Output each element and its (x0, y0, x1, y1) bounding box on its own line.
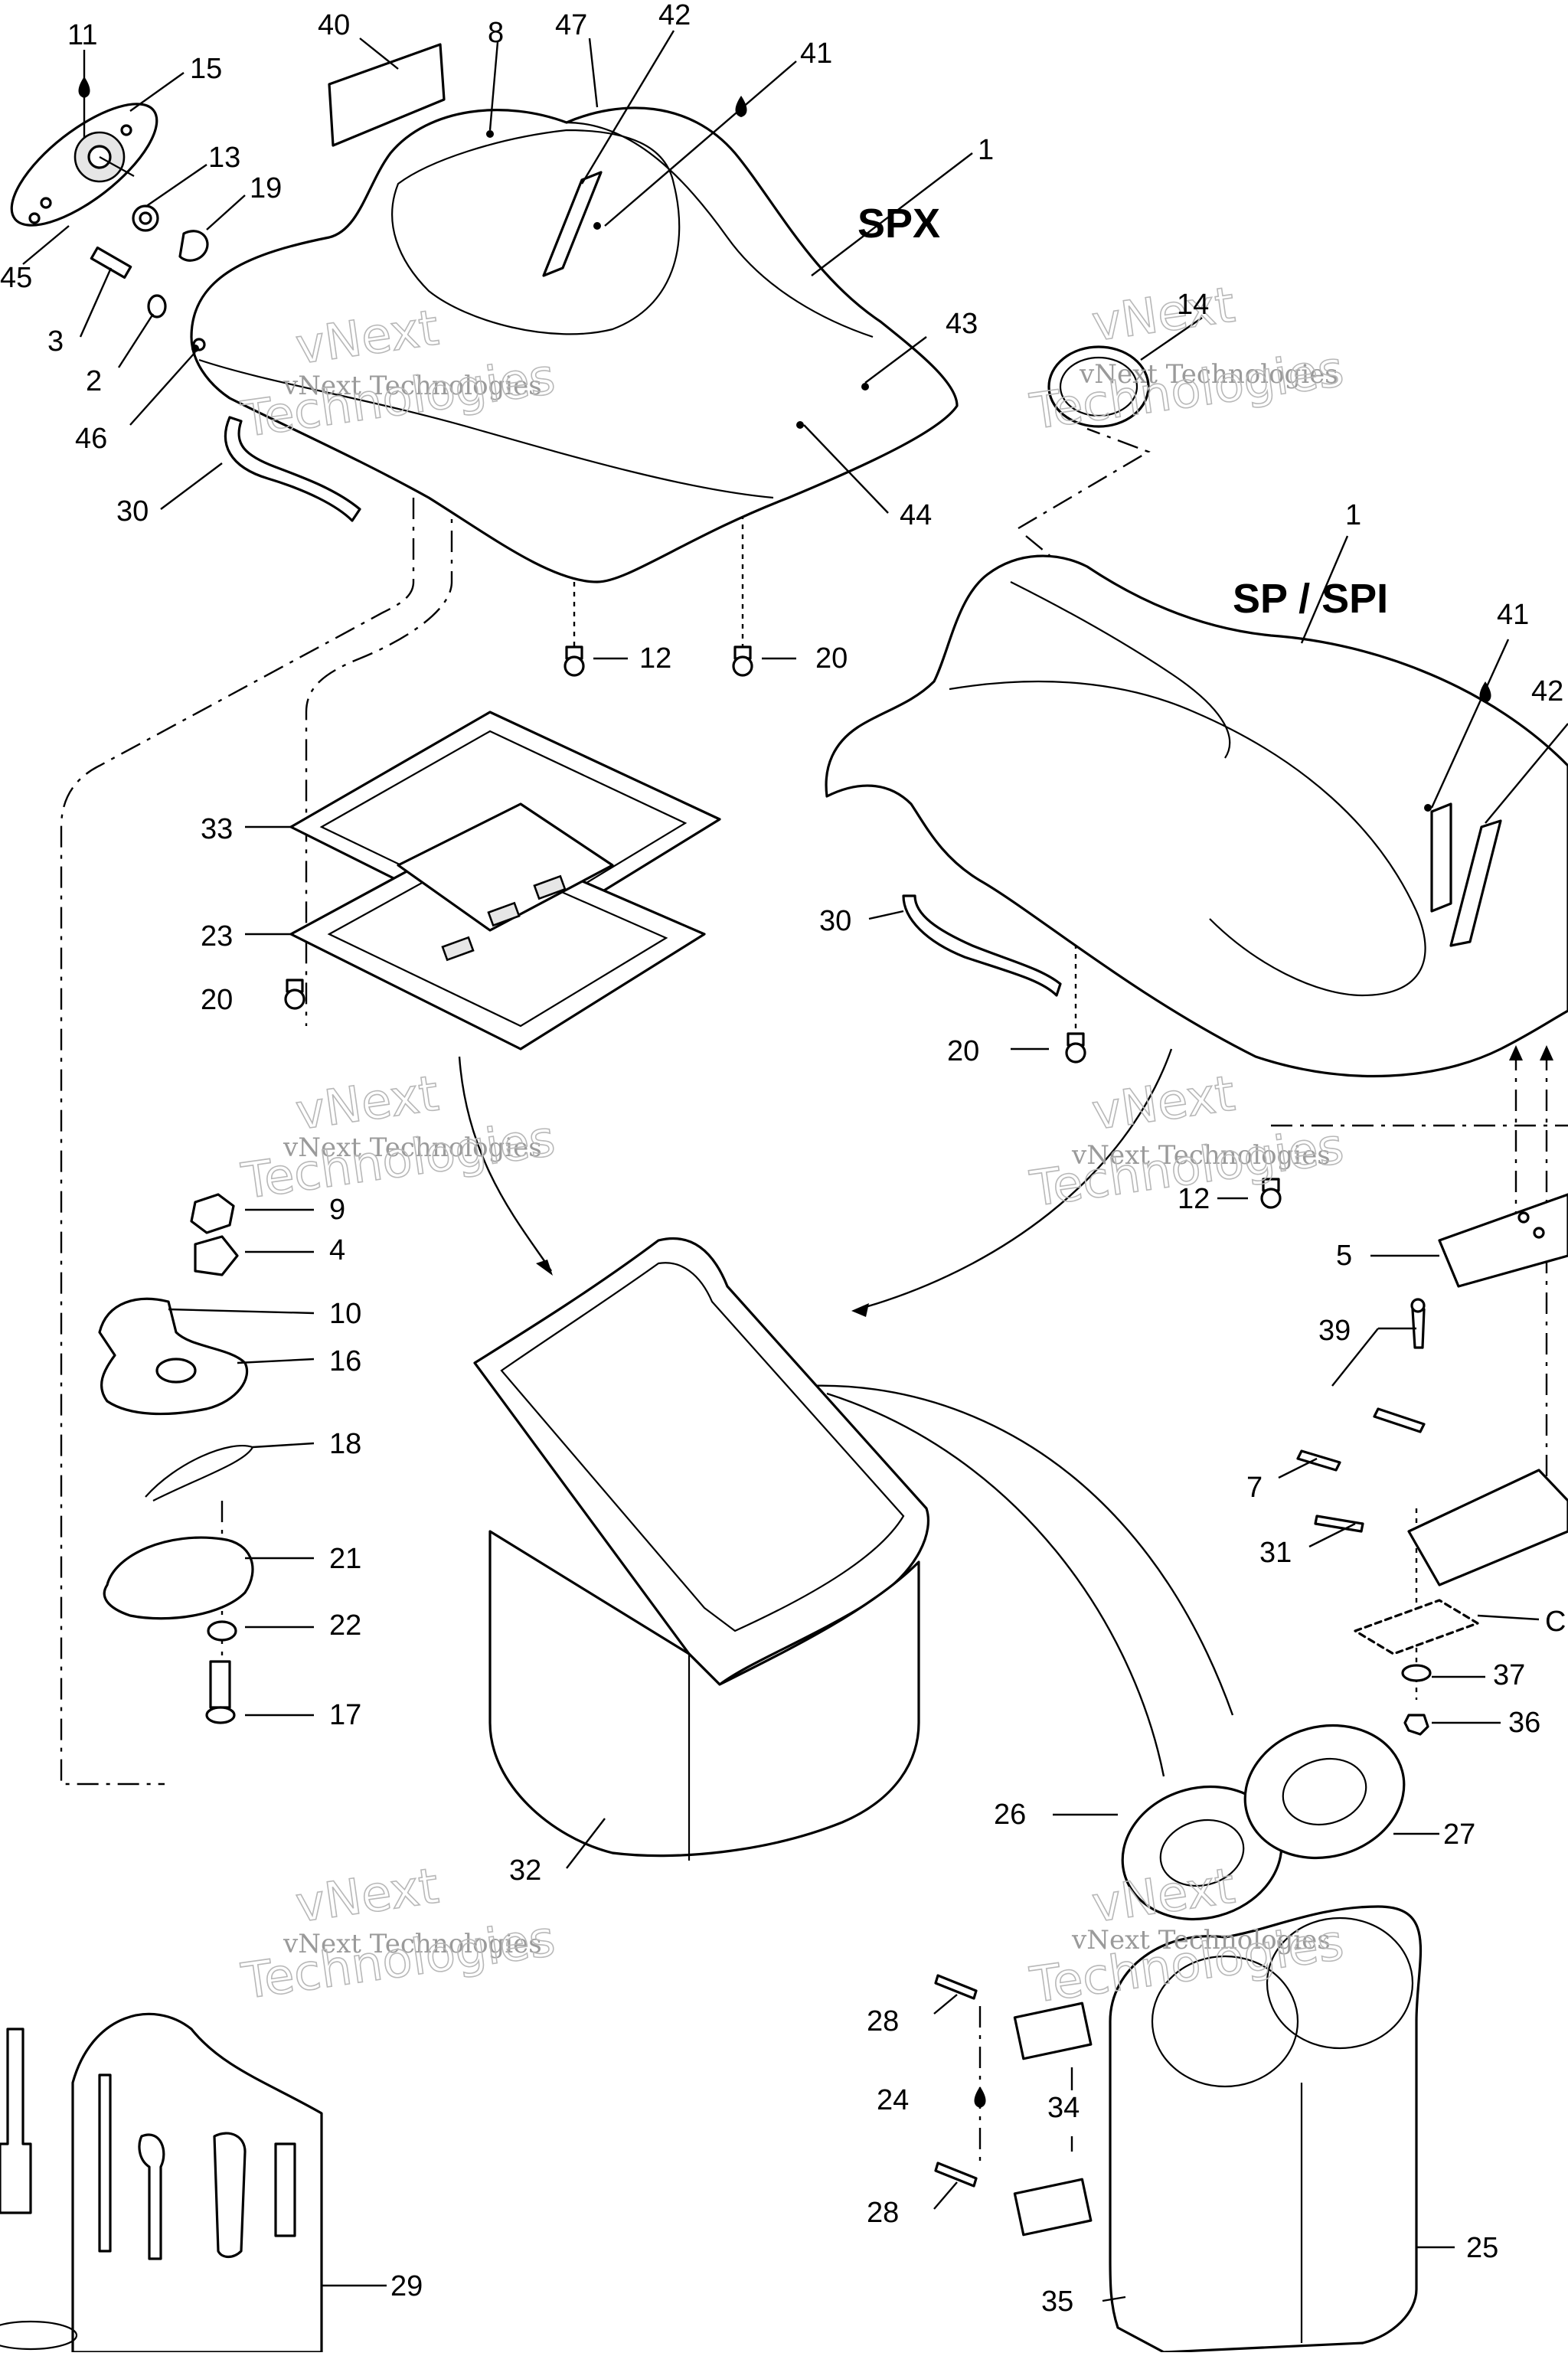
svg-text:vNext Technologies: vNext Technologies (1071, 1925, 1331, 1956)
part-label: 33 (201, 813, 233, 845)
part-label: 20 (815, 642, 848, 675)
leader-dots (191, 130, 1432, 812)
svg-text:vNext Technologies: vNext Technologies (283, 371, 542, 401)
latch-parts (98, 1193, 254, 1724)
part-label: 10 (329, 1298, 361, 1330)
bracket-parts (1296, 1193, 1568, 1736)
part-label: 44 (900, 499, 932, 531)
part-label: 28 (867, 2005, 899, 2037)
part-label: 8 (488, 17, 504, 49)
part-label: 4 (329, 1234, 345, 1266)
part-label: 9 (329, 1194, 345, 1226)
part-label: 22 (329, 1609, 361, 1642)
part-label: 19 (250, 172, 282, 204)
part-label: 34 (1047, 2092, 1080, 2124)
part-label: 7 (1246, 1472, 1263, 1504)
tool-kit (0, 2012, 323, 2354)
drop-icon (735, 96, 747, 117)
watermarks: vNext vNext Technologies Technologies vN… (237, 276, 1348, 2015)
part-label: 43 (946, 308, 978, 340)
part-label: 36 (1508, 1707, 1540, 1739)
drop-icon (1479, 681, 1491, 703)
part-label: 25 (1466, 2232, 1498, 2264)
part-label: 28 (867, 2197, 899, 2229)
part-label: 5 (1336, 1240, 1352, 1272)
part-label: 21 (329, 1543, 361, 1575)
part-label: 23 (201, 920, 233, 953)
part-label: 46 (75, 423, 107, 455)
part-label: C (1545, 1606, 1566, 1638)
part-label: 20 (201, 984, 233, 1016)
cup-holder (934, 1724, 1423, 2354)
part-label: 16 (329, 1345, 361, 1377)
part-label: 37 (1493, 1659, 1525, 1691)
part-label: 1 (1345, 499, 1361, 531)
svg-text:vNext: vNext (1089, 277, 1238, 353)
part-label: 13 (208, 142, 240, 174)
part-label: 12 (639, 642, 671, 675)
svg-text:Technologies: Technologies (238, 1910, 558, 2011)
part-label: 12 (1178, 1183, 1210, 1215)
svg-text:vNext: vNext (1089, 1858, 1238, 1934)
part-label: 32 (509, 1854, 541, 1887)
part-label: 35 (1041, 2286, 1073, 2318)
part-label: 18 (329, 1428, 361, 1460)
part-label: 27 (1443, 1818, 1475, 1851)
part-label: 14 (1177, 289, 1209, 321)
part-label: 24 (877, 2084, 909, 2116)
part-label: 31 (1259, 1537, 1292, 1569)
svg-text:vNext Technologies: vNext Technologies (283, 1929, 542, 1959)
svg-text:vNext Technologies: vNext Technologies (1071, 1140, 1331, 1171)
part-label: 39 (1318, 1315, 1351, 1347)
part-label: 40 (318, 9, 350, 41)
part-label: 47 (555, 9, 587, 41)
drop-icons (78, 77, 1491, 2108)
model-title-sp-spi: SP / SPI (1233, 576, 1388, 622)
part-label: 30 (819, 905, 851, 937)
drop-icon (78, 77, 90, 98)
part-label: 20 (947, 1035, 979, 1067)
part-label: 15 (190, 53, 222, 85)
part-label: 17 (329, 1699, 361, 1731)
part-label: 2 (86, 365, 102, 397)
part-label: 30 (116, 495, 149, 528)
spx-seat (10, 43, 1150, 677)
part-label: 3 (47, 325, 64, 358)
part-label: 45 (0, 262, 32, 294)
part-label: 26 (994, 1799, 1026, 1831)
svg-text:vNext Technologies: vNext Technologies (1079, 359, 1338, 390)
frames-33-23 (284, 711, 721, 1051)
svg-text:vNext: vNext (1089, 1066, 1238, 1142)
model-title-spx: SPX (858, 201, 940, 247)
storage-bin (473, 1237, 930, 1861)
drop-icon (974, 2086, 986, 2108)
part-label: 42 (658, 0, 691, 31)
part-label: 11 (67, 19, 97, 51)
leader-lines (22, 30, 1568, 2302)
svg-text:vNext Technologies: vNext Technologies (283, 1132, 542, 1163)
part-label: 41 (800, 38, 832, 70)
part-label: 29 (390, 2270, 423, 2302)
part-label: 42 (1531, 675, 1563, 707)
sp-spi-seat (825, 554, 1568, 1209)
svg-text:vNext: vNext (292, 1858, 442, 1934)
part-label: 1 (978, 134, 994, 166)
part-label: 41 (1497, 599, 1529, 631)
